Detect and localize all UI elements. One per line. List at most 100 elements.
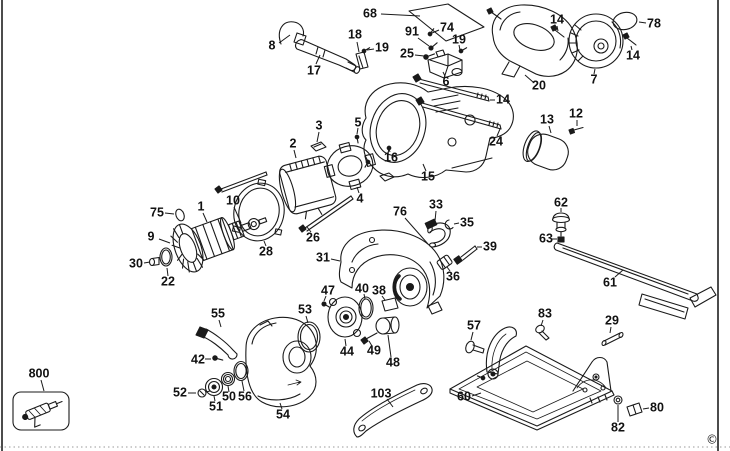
- part-armature: [170, 217, 268, 273]
- part-label-28: 28: [259, 244, 273, 258]
- part-label-29: 29: [605, 313, 619, 327]
- part-oring-75: [175, 208, 185, 222]
- part-ring-56: [233, 360, 249, 382]
- part-label-26: 26: [306, 230, 320, 244]
- part-label-62: 62: [554, 195, 568, 209]
- part-switch: [427, 49, 463, 79]
- leader-line-51: [213, 395, 216, 402]
- leader-line-50: [227, 385, 230, 393]
- leader-line-1: [202, 212, 208, 223]
- leader-line-53: [305, 315, 309, 324]
- part-label-3: 3: [316, 118, 323, 132]
- leader-line-31: [330, 258, 341, 262]
- part-label-19: 19: [375, 40, 389, 54]
- leader-line-35: [453, 222, 460, 225]
- part-label-52: 52: [173, 385, 187, 399]
- part-knob-62: [551, 212, 571, 237]
- leader-line-28: [263, 240, 267, 247]
- part-label-10: 10: [226, 193, 240, 207]
- leader-line-26: [306, 226, 312, 233]
- leader-line-55: [218, 319, 222, 328]
- part-brace: [353, 383, 433, 438]
- leader-line-78: [638, 21, 647, 24]
- part-washer-50: [220, 371, 236, 387]
- leader-line-18: [356, 41, 360, 53]
- leader-line-800: [40, 379, 45, 392]
- part-label-25: 25: [400, 46, 414, 60]
- part-label-7: 7: [591, 72, 598, 86]
- leader-line-103: [386, 398, 394, 408]
- part-screw-5: [354, 134, 360, 144]
- part-bearing-flange: [327, 296, 363, 338]
- part-label-22: 22: [161, 274, 175, 288]
- part-label-8: 8: [269, 38, 276, 52]
- part-rip-fence: [553, 242, 717, 320]
- part-label-17: 17: [307, 63, 321, 77]
- leader-line-13: [548, 125, 552, 134]
- part-label-19: 19: [452, 32, 466, 46]
- part-label-60: 60: [457, 389, 471, 403]
- part-screw-42: [212, 355, 224, 361]
- leader-line-38: [381, 295, 386, 301]
- part-washer-51: [204, 377, 224, 397]
- leader-line-9: [158, 238, 171, 244]
- part-label-38: 38: [372, 283, 386, 297]
- part-label-35: 35: [460, 215, 474, 229]
- part-label-103: 103: [371, 386, 392, 400]
- part-label-56: 56: [238, 389, 252, 403]
- part-screw-47: [321, 301, 331, 309]
- part-label-12: 12: [569, 106, 583, 120]
- part-oring-22: [159, 247, 173, 267]
- part-cord-protector-sleeve: [355, 51, 369, 70]
- part-label-76: 76: [393, 204, 407, 218]
- leader-line-24: [496, 128, 501, 137]
- leader-line-2: [293, 149, 297, 159]
- part-label-18: 18: [348, 27, 362, 41]
- part-lower-guard: [245, 316, 317, 408]
- part-label-49: 49: [367, 343, 381, 357]
- part-label-14: 14: [550, 12, 564, 26]
- leader-line-56: [241, 380, 245, 392]
- part-cord: [278, 21, 361, 74]
- part-label-14: 14: [626, 48, 640, 62]
- leader-line-57: [470, 331, 474, 341]
- part-label-4: 4: [357, 191, 364, 205]
- part-screw-63: [557, 236, 565, 243]
- part-upper-guard: [338, 229, 445, 315]
- part-label-53: 53: [298, 302, 312, 316]
- part-label-14: 14: [496, 92, 510, 106]
- part-label-78: 78: [647, 16, 661, 30]
- part-label-16: 16: [384, 150, 398, 164]
- leader-line-80: [642, 407, 650, 410]
- leader-line-68: [380, 13, 421, 17]
- part-label-68: 68: [363, 6, 377, 20]
- part-handle-housing: [491, 4, 578, 78]
- part-nut-82: [613, 395, 623, 405]
- leader-line-74: [431, 29, 440, 34]
- part-screw-83: [535, 324, 550, 341]
- part-roller-48: [375, 316, 400, 335]
- part-housing-bolts-26: [214, 171, 354, 233]
- part-bushing-30: [148, 256, 160, 267]
- part-label-6: 6: [443, 74, 450, 88]
- leader-line-60: [471, 392, 482, 397]
- part-dust-cup: [522, 130, 569, 171]
- part-clip-35: [444, 219, 454, 230]
- leader-line-47: [323, 295, 327, 302]
- part-screw-12: [568, 126, 584, 135]
- part-label-55: 55: [211, 306, 225, 320]
- leader-line-54: [279, 402, 283, 410]
- part-plate-38: [381, 297, 399, 312]
- leader-line-15: [422, 163, 427, 172]
- part-label-40: 40: [355, 281, 369, 295]
- part-oring-40: [358, 296, 374, 320]
- part-label-80: 80: [650, 400, 664, 414]
- leader-line-4: [356, 186, 360, 194]
- leader-line-48: [387, 334, 392, 358]
- leader-line-44: [344, 338, 347, 347]
- part-label-9: 9: [148, 229, 155, 243]
- leader-line-10: [233, 206, 242, 224]
- part-label-47: 47: [321, 283, 335, 297]
